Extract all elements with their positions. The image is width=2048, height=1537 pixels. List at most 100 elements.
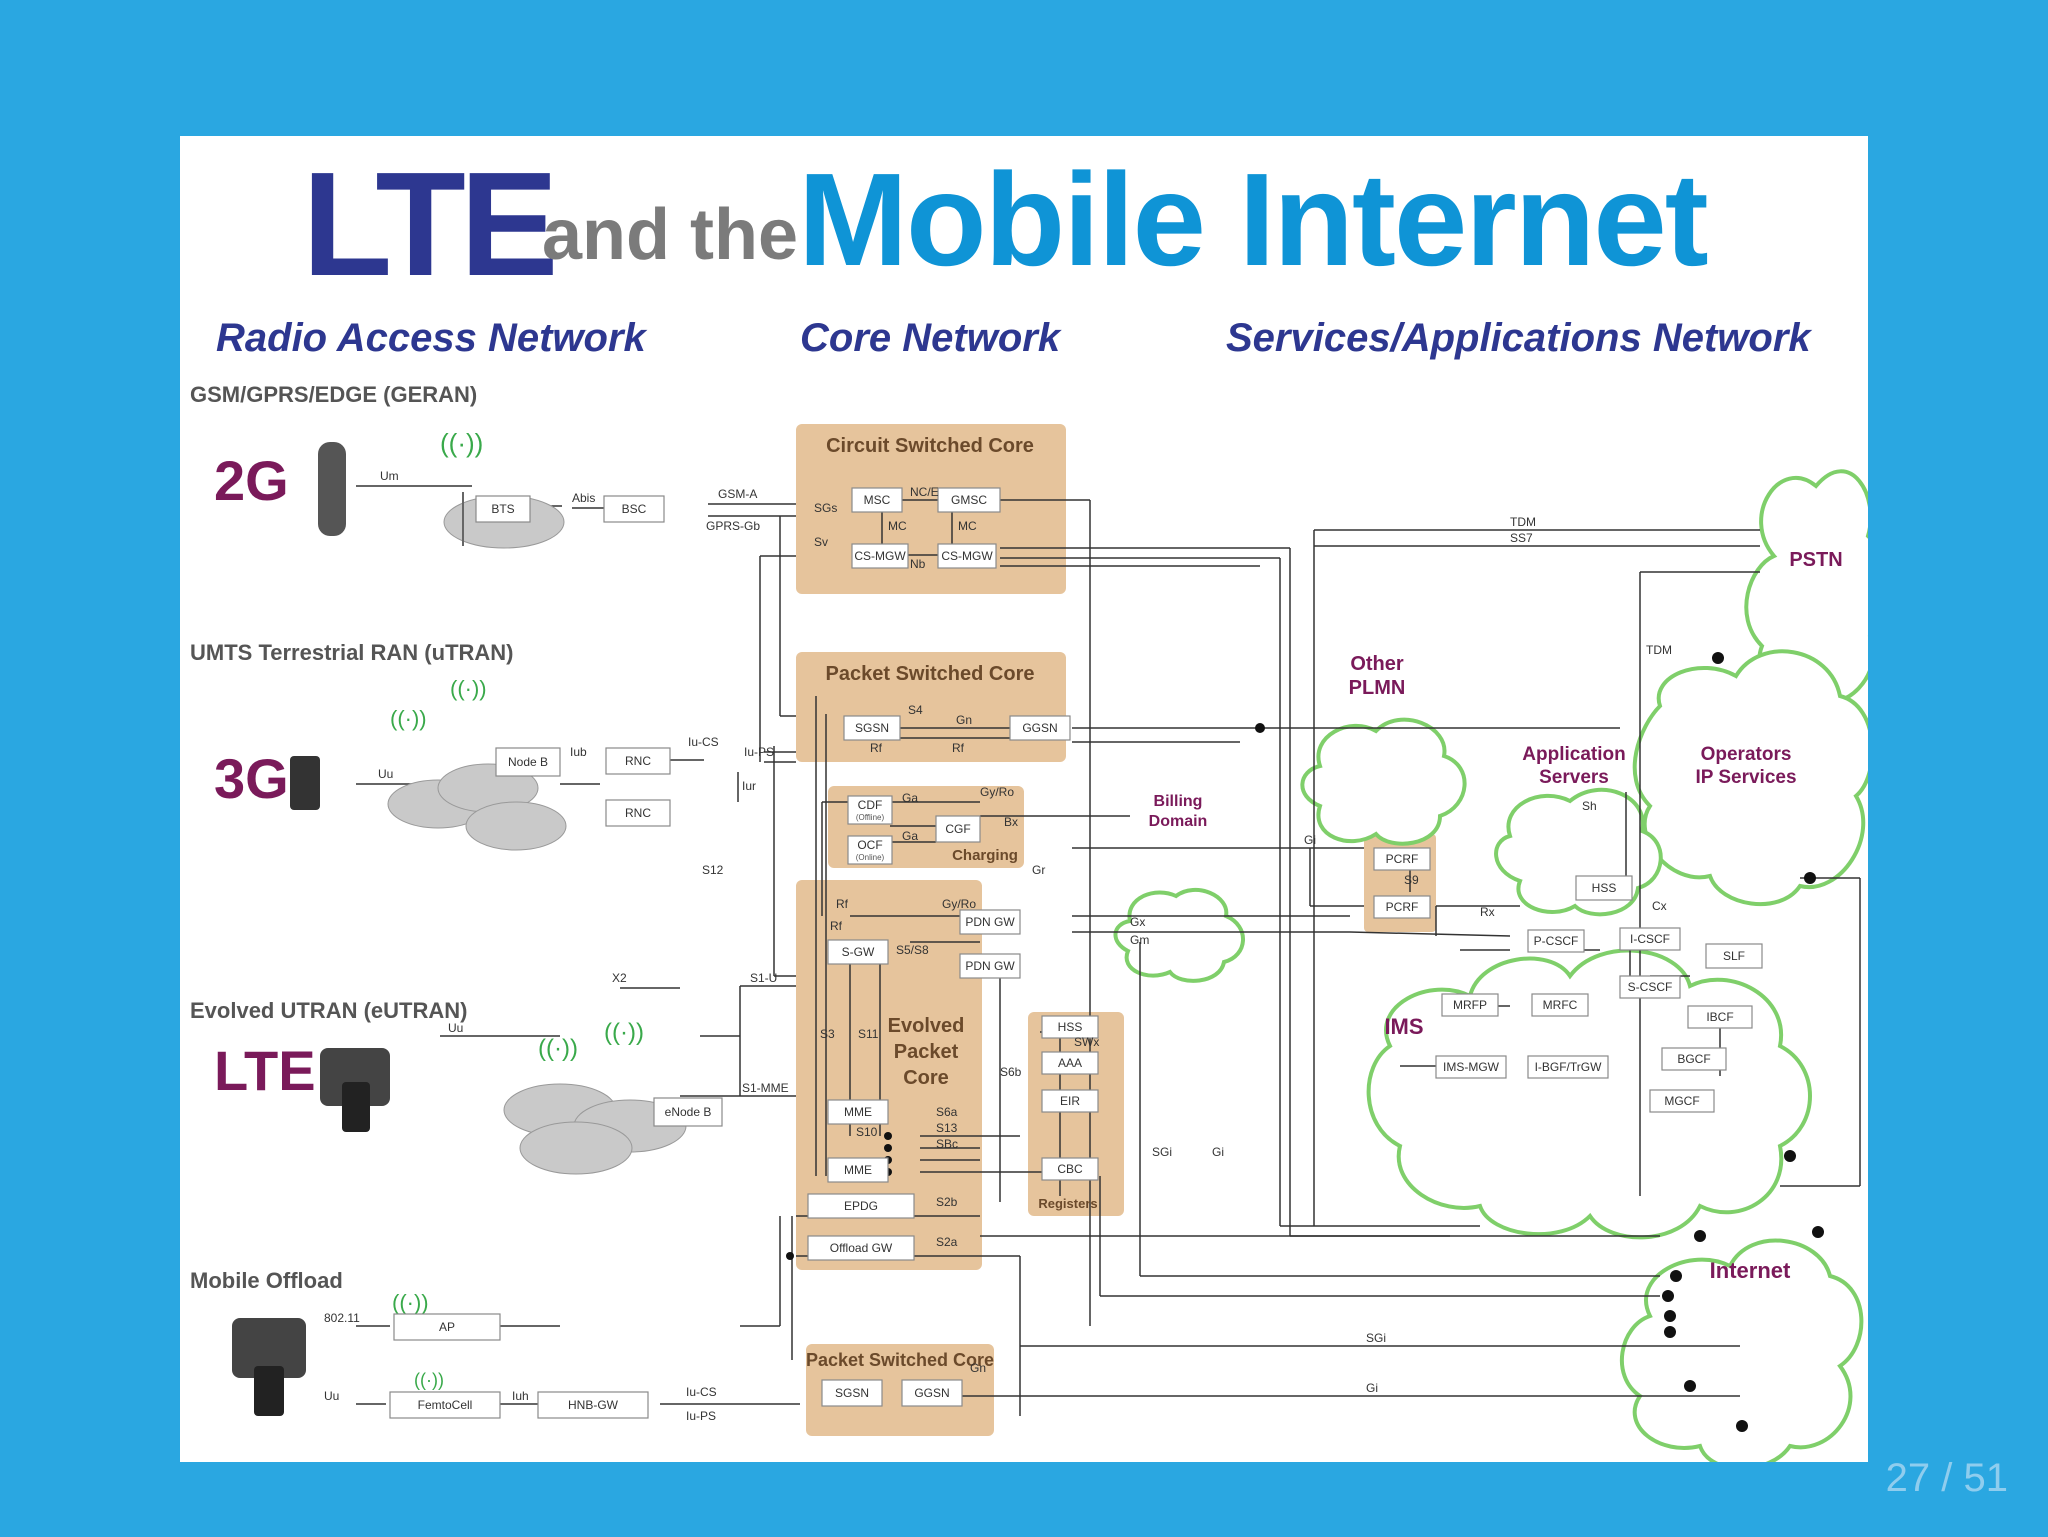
- node-slf: SLF: [1723, 949, 1745, 963]
- node-box-icscf: [1619, 927, 1681, 951]
- interface-x2: X2: [612, 971, 627, 985]
- group-epc-line: Packet: [894, 1041, 959, 1063]
- node-femtocell: FemtoCell: [418, 1398, 473, 1412]
- node-imsmgw: IMS-MGW: [1443, 1060, 1500, 1074]
- node-scscf: S-CSCF: [1628, 980, 1673, 994]
- node-box-hnbgw: [537, 1391, 649, 1419]
- node-mme1: MME: [844, 1105, 872, 1119]
- coverage-3g-3: [465, 801, 567, 851]
- node-box-sgw: [827, 939, 889, 965]
- interface-sgi1: SGi: [1152, 1145, 1172, 1159]
- interface-s12: S12: [702, 863, 724, 877]
- node-rnc2: RNC: [625, 806, 651, 820]
- node-box-imsmgw: [1435, 1055, 1507, 1079]
- title-lte: LTE: [302, 142, 559, 307]
- node-hnbgw: HNB-GW: [568, 1398, 619, 1412]
- node-box-mrfp: [1441, 993, 1499, 1017]
- phone-icon: [290, 756, 320, 810]
- node-box-ggsn2: [901, 1379, 963, 1407]
- node-enodeb: eNode B: [665, 1105, 712, 1119]
- interface-uu3: Uu: [324, 1389, 339, 1403]
- node-msc: MSC: [864, 493, 891, 507]
- gen-2g: 2G: [214, 449, 289, 512]
- antenna-icon: ((·)): [392, 1290, 429, 1315]
- node-box-hss_reg: [1041, 1015, 1099, 1039]
- node-box-pdngw1: [959, 909, 1021, 935]
- node-bsc: BSC: [622, 502, 647, 516]
- node-box-csmgw2: [937, 543, 997, 569]
- interface-s2a: S2a: [936, 1235, 958, 1249]
- node-box-mrfc: [1531, 993, 1589, 1017]
- interface-cx: Cx: [1652, 899, 1667, 913]
- node-rnc1: RNC: [625, 754, 651, 768]
- interface-s1u: S1-U: [750, 971, 777, 985]
- interface-s3: S3: [820, 1027, 835, 1041]
- interface-abis: Abis: [572, 491, 595, 505]
- interface-gyro1: Gy/Ro: [980, 785, 1014, 799]
- interface-bx: Bx: [1004, 815, 1018, 829]
- node-box-femtocell: [389, 1391, 501, 1419]
- node-bts: BTS: [491, 502, 514, 516]
- interface-iucs: Iu-CS: [688, 735, 719, 749]
- radio-graphics: ((·)) ((·)) ((·)) ((·)) ((·)) ((·)) ((·)…: [232, 428, 687, 1416]
- group-registers: Registers: [1038, 1196, 1097, 1211]
- interface-s6a: S6a: [936, 1105, 958, 1119]
- interface-s10: S10: [856, 1125, 878, 1139]
- node-mgcf: MGCF: [1664, 1094, 1699, 1108]
- node-offloadgw: Offload GW: [830, 1241, 893, 1255]
- title-and-the: and the: [542, 195, 799, 275]
- interface-s2b: S2b: [936, 1195, 958, 1209]
- interface-s11: S11: [858, 1027, 879, 1041]
- interface-s1mme: S1-MME: [742, 1081, 789, 1095]
- node-box-bts: [475, 495, 531, 523]
- node-ap: AP: [439, 1320, 455, 1334]
- interface-uu1: Uu: [378, 767, 393, 781]
- interface-rf1: Rf: [870, 741, 883, 755]
- interface-gi3: Gi: [1366, 1381, 1378, 1395]
- interface-rf4: Rf: [830, 919, 843, 933]
- interface-tdm2: TDM: [1646, 643, 1672, 657]
- node-pcrf2: PCRF: [1386, 900, 1419, 914]
- node-ggsn2: GGSN: [914, 1386, 949, 1400]
- node-ibcf: IBCF: [1706, 1010, 1733, 1024]
- interface-gprsgb: GPRS-Gb: [706, 519, 760, 533]
- page-number: 27 / 51: [1885, 1456, 2008, 1500]
- cloud-operators-ip-services: IP Services: [1695, 767, 1796, 788]
- interface-nb: Nb: [910, 557, 926, 571]
- node-nodeb: Node B: [508, 755, 548, 769]
- node-box-slf: [1705, 943, 1763, 969]
- node-box-nodeb: [495, 747, 561, 777]
- cloud-other-plmn: Other: [1350, 653, 1404, 675]
- node-box-pcscf: [1527, 929, 1585, 953]
- node-box-cgf: [935, 815, 981, 843]
- interface-sgi2: SGi: [1366, 1331, 1386, 1345]
- node-box-mgcf: [1649, 1089, 1715, 1113]
- node-box-cbc: [1041, 1157, 1099, 1181]
- node-mme2: MME: [844, 1163, 872, 1177]
- ims-cloud: [1366, 948, 1812, 1240]
- node-box-cdf: [847, 795, 893, 825]
- cloud-pstn: PSTN: [1789, 549, 1842, 571]
- interface-gi1: Gi: [1304, 833, 1316, 847]
- node-cdf: CDF: [858, 798, 883, 812]
- internet-cloud: [1620, 1238, 1864, 1462]
- node-sgw: S-GW: [842, 945, 875, 959]
- section-services: Services/Applications Network: [1226, 316, 1811, 360]
- interface-s5s8: S5/S8: [896, 943, 929, 957]
- other-plmn-cloud: [1300, 717, 1467, 846]
- node-sgsn2: SGSN: [835, 1386, 869, 1400]
- row-label-offload: Mobile Offload: [190, 1268, 343, 1293]
- interface-ss7: SS7: [1510, 531, 1533, 545]
- cloud-other-plmn: PLMN: [1349, 677, 1406, 699]
- row-label-utran: UMTS Terrestrial RAN (uTRAN): [190, 640, 514, 665]
- cloud-billing-domain: Billing: [1154, 793, 1203, 810]
- node-mrfp: MRFP: [1453, 998, 1487, 1012]
- interface-sh: Sh: [1582, 799, 1597, 813]
- cloud-operators-ip-services: Operators: [1701, 744, 1792, 765]
- interface-gn2: Gn: [970, 1361, 986, 1375]
- node-box-bgcf: [1661, 1047, 1727, 1071]
- node-box-aaa: [1041, 1051, 1099, 1075]
- interface-gsma: GSM-A: [718, 487, 757, 501]
- slide: LTE and the Mobile Internet Radio Access…: [180, 136, 1868, 1462]
